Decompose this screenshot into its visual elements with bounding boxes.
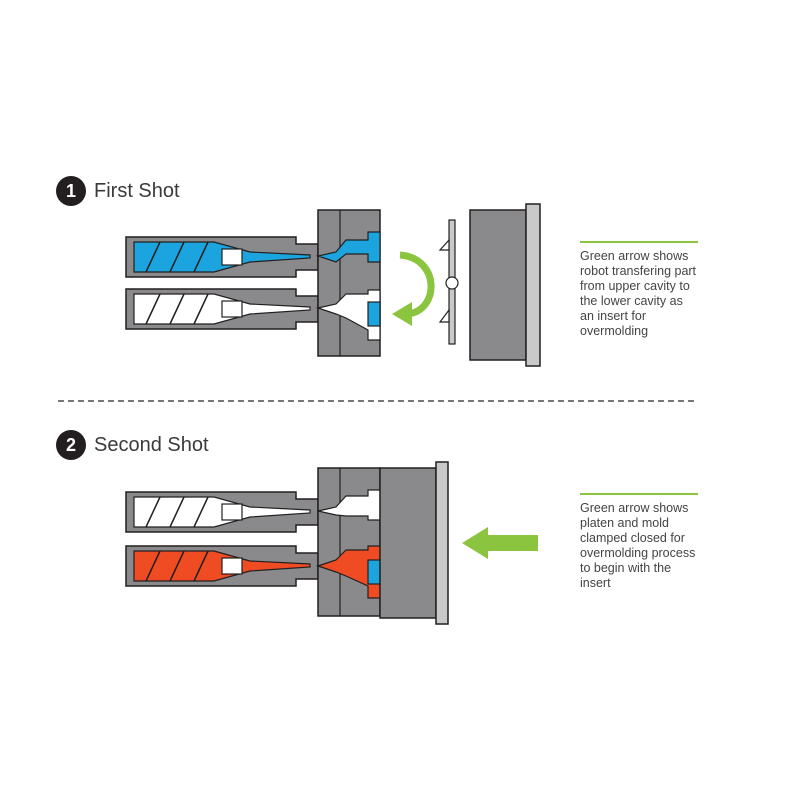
clamp-arrow-icon — [462, 527, 538, 559]
second-shot-caption: Green arrow shows platen and mold clampe… — [580, 493, 698, 591]
moving-platen — [469, 203, 541, 367]
upper-injection-unit — [125, 236, 319, 278]
lower-injection-unit — [125, 288, 319, 330]
transfer-arrow-icon — [392, 251, 435, 326]
second-shot-assembly — [125, 461, 538, 625]
robot-gripper — [438, 219, 459, 345]
step-number-badge: 1 — [56, 176, 86, 206]
first-shot-assembly — [125, 203, 541, 367]
upper-injection-unit — [125, 491, 319, 533]
step-2-header: 2 Second Shot — [56, 430, 209, 460]
moving-platen — [379, 461, 449, 625]
step-title: Second Shot — [94, 433, 209, 456]
first-shot-caption: Green arrow shows robot transfering part… — [580, 241, 698, 339]
section-divider — [58, 400, 694, 402]
step-1-header: 1 First Shot — [56, 176, 180, 206]
mold-block — [316, 467, 381, 617]
step-number-badge: 2 — [56, 430, 86, 460]
step-title: First Shot — [94, 179, 180, 202]
mold-block — [315, 209, 381, 357]
lower-injection-unit — [125, 545, 319, 587]
